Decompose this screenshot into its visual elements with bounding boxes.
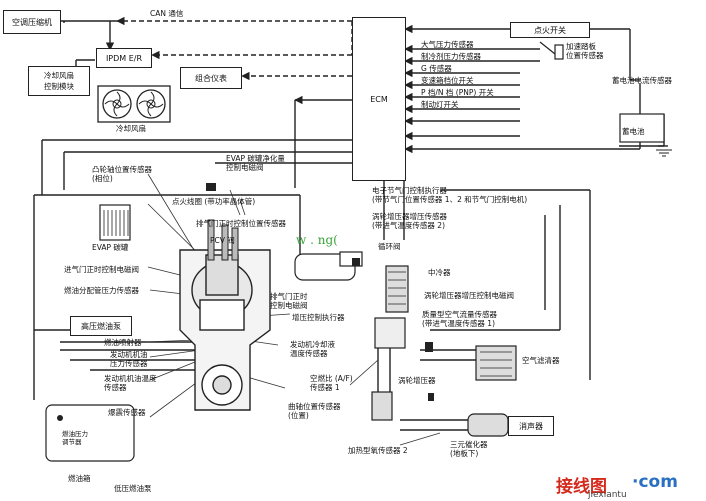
battery-current-label: 蓄电池电流传感器 <box>612 76 672 85</box>
fuel-pressure-regulator-label: 燃油压力 调节器 <box>62 430 88 446</box>
ecm-input-4: P 档/N 档 (PNP) 开关 <box>421 88 494 97</box>
muffler-box: 消声器 <box>508 416 554 436</box>
ecm-input-3: 变速箱档位开关 <box>421 76 474 85</box>
intake-timing-solenoid-label: 进气门正时控制电磁阀 <box>64 265 139 274</box>
camshaft-sensor-label: 凸轮轴位置传感器 (相位) <box>92 165 152 183</box>
turbocharger-label: 涡轮增压器 <box>398 376 436 385</box>
fuel-injector-label: 燃油喷射器 <box>104 338 142 347</box>
fuel-tank-label: 燃油箱 <box>68 474 91 483</box>
oil-temp-label: 发动机机油温度 传感器 <box>104 374 157 392</box>
catalyst-label: 三元催化器 (地板下) <box>450 440 488 458</box>
cooling-fan-module-label: 冷却风扇 控制模块 <box>44 71 74 91</box>
lp-fuel-pump-label: 低压燃油泵 <box>114 484 152 493</box>
exhaust-timing-solenoid-label: 排气门正时 控制电磁阀 <box>270 292 308 310</box>
battery-label: 蓄电池 <box>622 127 645 136</box>
ac-compressor-label: 空调压缩机 <box>12 17 52 27</box>
combination-meter-box: 组合仪表 <box>180 67 242 89</box>
heated-o2-label: 加热型氧传感器 2 <box>348 446 408 455</box>
ac-compressor-box: 空调压缩机 <box>3 10 61 34</box>
ecm-input-2: G 传感器 <box>421 64 452 73</box>
brand-watermark: 接线图 <box>556 477 607 497</box>
muffler-label: 消声器 <box>519 421 543 431</box>
recirc-valve-label: 循环阀 <box>378 242 401 251</box>
oil-pressure-label: 发动机机油 压力传感器 <box>110 350 148 368</box>
ecm-input-0: 大气压力传感器 <box>421 40 474 49</box>
hp-fuel-pump-label: 高压燃油泵 <box>81 321 121 331</box>
url-watermark: jiexiantu <box>588 490 627 500</box>
ipdm-label: IPDM E/R <box>105 53 143 63</box>
ecm-box: ECM <box>352 17 406 181</box>
crank-sensor-label: 曲轴位置传感器 (位置) <box>288 402 341 420</box>
coolant-temp-label: 发动机冷却液 温度传感器 <box>290 340 335 358</box>
ecm-input-5: 制动灯开关 <box>421 100 459 109</box>
ipdm-box: IPDM E/R <box>96 48 152 68</box>
hp-fuel-pump-box: 高压燃油泵 <box>70 316 132 336</box>
ignition-switch-box: 点火开关 <box>510 22 590 38</box>
evap-purge-label: EVAP 碳罐净化量 控制电磁阀 <box>226 154 285 172</box>
ignition-switch-label: 点火开关 <box>534 25 566 35</box>
knock-sensor-label: 爆震传感器 <box>108 408 146 417</box>
boost-solenoid-label: 涡轮增压器增压控制电磁阀 <box>424 291 514 300</box>
cooling-fan-module-box: 冷却风扇 控制模块 <box>28 66 90 96</box>
combination-meter-label: 组合仪表 <box>195 73 227 83</box>
exhaust-timing-sensor-label: 排气门正时控制位置传感器 <box>196 219 286 228</box>
ecm-input-1: 制冷剂压力传感器 <box>421 52 481 61</box>
electronic-throttle-label: 电子节气门控制执行器 (带节气门位置传感器 1、2 和节气门控制电机) <box>372 186 528 204</box>
domain-watermark: ·com <box>632 472 678 492</box>
can-label: CAN 通信 <box>150 9 184 18</box>
fuel-rail-pressure-label: 燃油分配管压力传感器 <box>64 286 139 295</box>
pcv-valve-label: PCV 阀 <box>210 236 235 245</box>
maf-sensor-label: 质量型空气流量传感器 (带进气温度传感器 1) <box>422 310 497 328</box>
ignition-coil-label: 点火线圈 (带功率晶体管) <box>172 197 256 206</box>
turbo-boost-sensor-label: 涡轮增压器增压传感器 (带进气温度传感器 2) <box>372 212 447 230</box>
mid-watermark: w . ng( <box>296 233 338 247</box>
ecm-label: ECM <box>370 94 388 104</box>
af-sensor-label: 空燃比 (A/F) 传感器 1 <box>310 374 353 392</box>
intercooler-label: 中冷器 <box>428 268 451 277</box>
cooling-fan-label: 冷却风扇 <box>116 124 146 133</box>
boost-actuator-label: 增压控制执行器 <box>292 313 345 322</box>
accel-pedal-label: 加速踏板 位置传感器 <box>566 42 604 60</box>
evap-canister-label: EVAP 碳罐 <box>92 243 129 252</box>
air-cleaner-label: 空气滤清器 <box>522 356 560 365</box>
